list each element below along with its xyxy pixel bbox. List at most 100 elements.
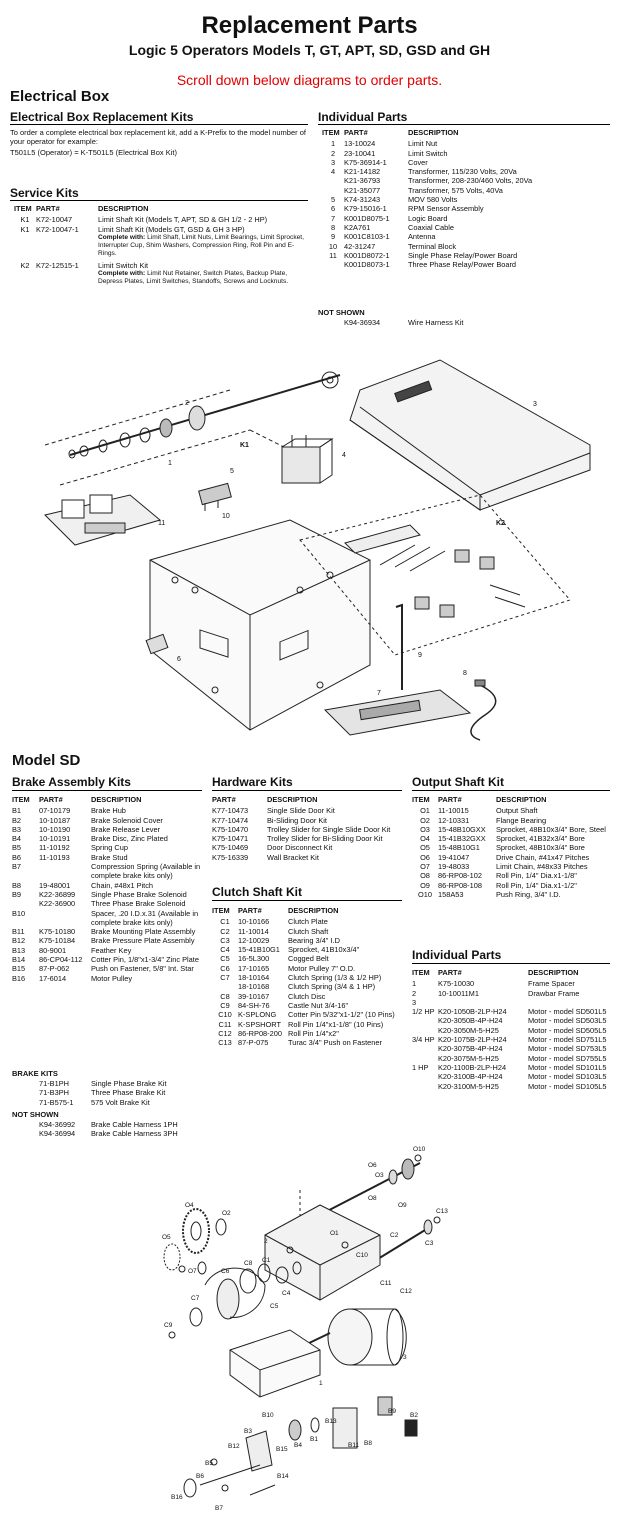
cell-part: 71-B575-1: [39, 1097, 74, 1107]
cell-desc: Brake Cable Harness 3PH: [91, 1129, 178, 1139]
diagram-label-b6: B6: [196, 1473, 204, 1480]
electrical-box-diagram: 1 2 3 4 5 6 7 8 9 10 11 K1 K2: [44, 359, 591, 741]
cell-desc: Trolley Slider for Bi-Sliding Door Kit: [267, 834, 383, 844]
cell-desc: Brake Release Lever: [91, 824, 161, 834]
cell-desc: Brake Cable Harness 1PH: [91, 1120, 178, 1129]
cell-item: [412, 1072, 438, 1081]
cell-desc: Coaxial Cable: [408, 222, 455, 232]
cell-item: C13: [218, 1038, 232, 1048]
diagram-label-2: 2: [264, 1238, 268, 1245]
cell-item: C8: [220, 991, 230, 1001]
diagram-label-6: 6: [177, 656, 181, 663]
cell-desc: Cotter Pin 5/32"x1-1/2" (10 Pins): [288, 1010, 395, 1020]
rule: [318, 124, 610, 125]
cell-desc: Cogged Belt: [288, 954, 329, 964]
diagram-label-b13: B13: [325, 1418, 337, 1425]
cell-part: K-SPSHORT: [238, 1019, 281, 1029]
service-kits-heading: Service Kits: [10, 186, 79, 200]
cell-item: O2: [420, 815, 430, 825]
cell-part: 11-10014: [238, 926, 269, 936]
rpm-sensor-part: [145, 633, 169, 655]
relay-board-part: [44, 494, 162, 546]
col-part: PART#: [39, 795, 63, 804]
diagram-label-1: 1: [168, 460, 172, 467]
table-row: 18-10168 Clutch Spring (3/4 & 1 HP): [212, 982, 404, 991]
cell-part: 19-48033: [438, 862, 470, 872]
diagram-label-c2: C2: [390, 1232, 399, 1239]
cell-part: 15-48B10GXX: [438, 824, 486, 834]
cell-part: 10-10166: [238, 917, 270, 927]
cell-part: 71-B1PH: [39, 1079, 69, 1088]
diagram-label-k1: K1: [240, 442, 249, 449]
table-row: K1 K72-10047 Limit Shaft Kit (Models T, …: [20, 215, 268, 225]
cell-part: K75-16339: [212, 852, 249, 862]
cell-part: 39-10167: [238, 991, 270, 1001]
replacement-kits-text: To order a complete electrical box repla…: [10, 128, 306, 146]
rule: [12, 790, 202, 791]
diagram-label-b11: B11: [348, 1442, 359, 1449]
cell-item: 6: [330, 204, 336, 214]
cell-part: 18-10168: [238, 982, 270, 992]
diagram-label-c6: C6: [221, 1268, 230, 1275]
diagram-label-b4: B4: [294, 1442, 302, 1449]
cell-desc: 575 Volt Brake Kit: [91, 1097, 150, 1107]
cell-part: K20-3075B-4P-H24: [438, 1044, 503, 1054]
cell-item: C7: [220, 973, 230, 983]
model-sd-diagram: O1 O2 O3 O4 O5 O6 O7 O8 O9 O10 C1 C2 C3 …: [162, 1146, 448, 1512]
cell-item: C4: [220, 945, 230, 955]
page-title: Replacement Parts: [201, 12, 418, 39]
cell-item: 11: [329, 250, 337, 260]
cell-desc: Clutch Spring (3/4 & 1 HP): [288, 982, 376, 992]
cell-item: 9: [330, 232, 336, 242]
cell-part: 11-10015: [438, 806, 469, 816]
individual-parts-heading: Individual Parts: [318, 110, 408, 124]
col-description: DESCRIPTION: [98, 204, 149, 213]
cell-part: K001D8072-1: [344, 250, 390, 260]
cell-desc: Motor - model SD755L5: [528, 1053, 607, 1063]
cell-part: 07-10179: [39, 806, 71, 816]
cell-item: 2: [412, 988, 417, 998]
cell-item: C1: [220, 917, 230, 927]
cell-desc: Spring Cup: [91, 843, 128, 853]
cell-item: B2: [12, 815, 22, 825]
diagram-label-5: 5: [230, 468, 234, 475]
col-part: PART#: [212, 795, 236, 804]
small-sprocket-part: [163, 1243, 186, 1273]
diagram-label-11: 11: [158, 520, 165, 527]
cell-desc: Cover: [408, 157, 428, 167]
cell-part: 17-6014: [39, 973, 67, 983]
diagram-label-8: 8: [463, 670, 467, 677]
cell-part: 10-10191: [39, 834, 71, 844]
diagram-label-b16: B16: [171, 1494, 183, 1501]
diagram-label-b8: B8: [364, 1440, 372, 1447]
cell-desc: Feather Key: [91, 945, 132, 955]
cell-item: C3: [220, 935, 230, 945]
cell-desc: Cotter Pin, 1/8"x1-3/4" Zinc Plate: [91, 955, 199, 965]
cell-part: 158A53: [438, 889, 464, 899]
cell-part: K20-1050B-2LP-H24: [438, 1007, 507, 1017]
diagram-label-o10: O10: [413, 1146, 426, 1153]
diagram-label-b12: B12: [228, 1443, 240, 1450]
table-row: K94-36934 Wire Harness Kit: [344, 318, 464, 327]
diagram-label-7: 7: [377, 690, 381, 697]
cell-desc: RPM Sensor Assembly: [408, 204, 484, 214]
brake-assembly-part: [183, 1396, 418, 1498]
cell-part: K75-36914-1: [344, 157, 387, 167]
diagram-label-c7: C7: [191, 1295, 200, 1302]
cell-part: K75-10030: [438, 979, 475, 989]
cell-part: K74-31243: [344, 195, 381, 205]
cell-part: K20-3100B-4P-H24: [438, 1072, 503, 1082]
diagram-label-b5: B5: [205, 1460, 213, 1467]
cell-item: B14: [12, 955, 26, 965]
cell-part: K2A761: [344, 222, 371, 232]
